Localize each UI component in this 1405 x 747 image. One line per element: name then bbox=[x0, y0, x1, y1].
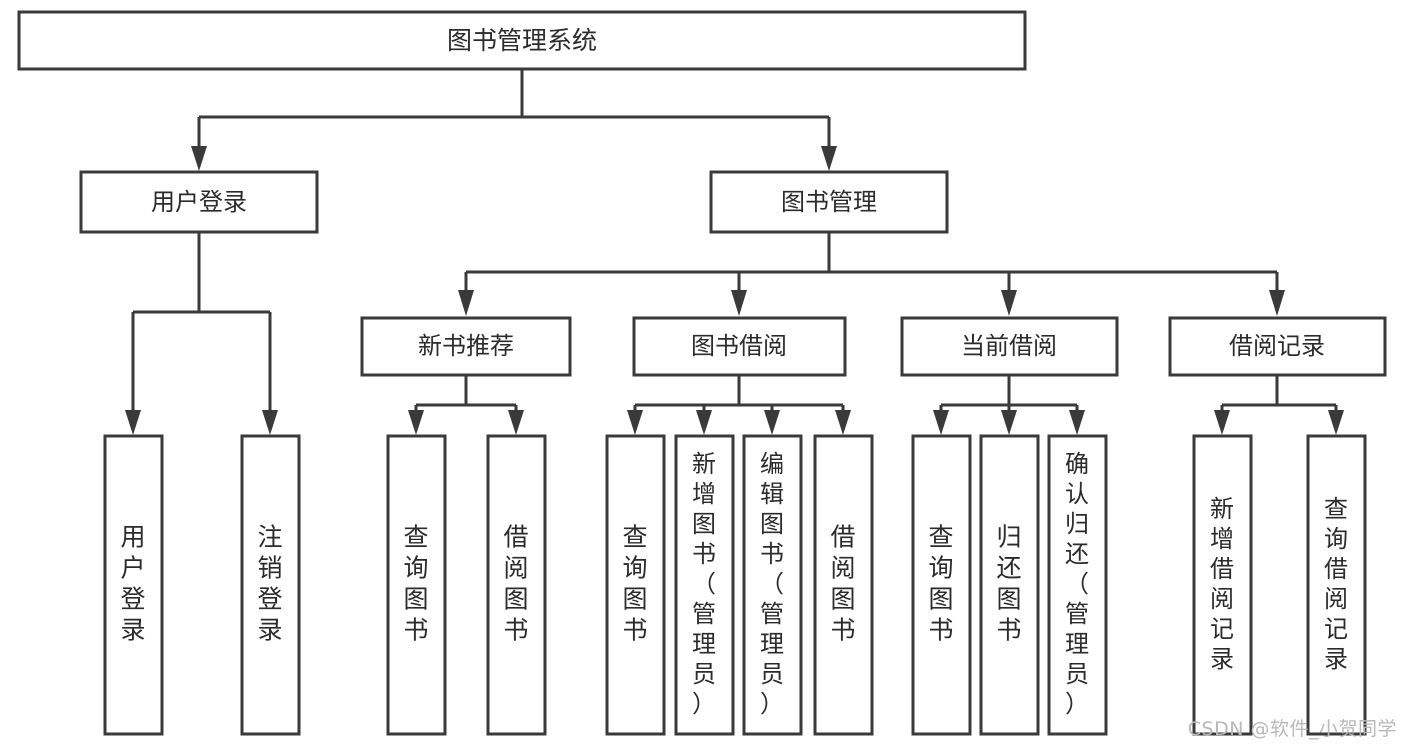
arrow-head-bookborrow-l1 bbox=[627, 410, 643, 435]
node-root-box[interactable] bbox=[17, 10, 1027, 71]
leaf-current-borrow-2-box[interactable] bbox=[979, 434, 1040, 736]
node-book-management-label: 图书管理 bbox=[781, 188, 877, 216]
arrow-head-currentborrow bbox=[1001, 290, 1017, 316]
node-borrow-record-label: 借阅记录 bbox=[1229, 332, 1325, 360]
node-book-borrow[interactable]: 图书借阅 bbox=[632, 316, 847, 377]
node-new-book-recommend-box[interactable] bbox=[360, 316, 572, 377]
arrow-head-currentborrow-l3 bbox=[1069, 410, 1085, 435]
node-borrow-record-box[interactable] bbox=[1168, 316, 1387, 377]
arrow-head-newbook-l1 bbox=[408, 410, 424, 435]
node-user-login[interactable]: 用户登录 bbox=[79, 170, 319, 234]
leaf-book-borrow-2-label: 新增图书（管理员） bbox=[692, 450, 716, 718]
leaf-current-borrow-3-label: 确认归还（管理员） bbox=[1065, 450, 1089, 718]
leaf-user-login-2-box[interactable] bbox=[240, 434, 301, 736]
arrow-head-newbook bbox=[458, 290, 474, 316]
arrow-head-currentborrow-l1 bbox=[933, 410, 949, 435]
leaf-new-book-1-label: 查询图书 bbox=[403, 523, 428, 645]
node-root-label: 图书管理系统 bbox=[447, 26, 597, 55]
arrow-head-bookborrow bbox=[731, 290, 747, 316]
node-current-borrow-box[interactable] bbox=[900, 316, 1119, 377]
leaf-book-borrow-2-box[interactable] bbox=[674, 434, 735, 736]
node-current-borrow-label: 当前借阅 bbox=[961, 332, 1057, 360]
arrow-head-currentborrow-l2 bbox=[1001, 410, 1017, 435]
leaf-borrow-record-2[interactable]: 查询借阅记录 bbox=[1306, 434, 1367, 736]
node-user-login-label: 用户登录 bbox=[151, 188, 247, 216]
node-user-login-box[interactable] bbox=[79, 170, 319, 234]
leaf-borrow-record-2-label: 查询借阅记录 bbox=[1324, 495, 1348, 673]
leaf-book-borrow-2[interactable]: 新增图书（管理员） bbox=[674, 434, 735, 736]
leaf-book-borrow-1-box[interactable] bbox=[605, 434, 666, 736]
leaf-user-login-1-box[interactable] bbox=[103, 434, 164, 736]
node-book-management[interactable]: 图书管理 bbox=[709, 170, 949, 234]
node-current-borrow[interactable]: 当前借阅 bbox=[900, 316, 1119, 377]
arrow-head-bookborrow-l4 bbox=[835, 410, 851, 435]
leaf-book-borrow-3[interactable]: 编辑图书（管理员） bbox=[742, 434, 803, 736]
leaf-book-borrow-4-box[interactable] bbox=[813, 434, 874, 736]
leaf-new-book-2-label: 借阅图书 bbox=[503, 523, 528, 645]
arrow-head-borrowrecord-l1 bbox=[1214, 410, 1230, 435]
leaf-new-book-1[interactable]: 查询图书 bbox=[386, 434, 447, 736]
node-book-borrow-label: 图书借阅 bbox=[691, 332, 787, 360]
leaf-borrow-record-1-box[interactable] bbox=[1192, 434, 1253, 736]
arrow-head-newbook-l2 bbox=[508, 410, 524, 435]
arrow-head-borrowrecord-l2 bbox=[1328, 410, 1344, 435]
leaf-user-login-1[interactable]: 用户登录 bbox=[103, 434, 164, 736]
arrow-head-bookborrow-l3 bbox=[764, 410, 780, 435]
node-new-book-recommend-label: 新书推荐 bbox=[418, 332, 514, 360]
leaf-book-borrow-1[interactable]: 查询图书 bbox=[605, 434, 666, 736]
leaf-current-borrow-3-box[interactable] bbox=[1047, 434, 1108, 736]
leaf-borrow-record-2-box[interactable] bbox=[1306, 434, 1367, 736]
leaf-current-borrow-2[interactable]: 归还图书 bbox=[979, 434, 1040, 736]
arrow-head-borrowrecord bbox=[1269, 290, 1285, 316]
leaf-borrow-record-1-label: 新增借阅记录 bbox=[1210, 495, 1234, 673]
leaf-new-book-2-box[interactable] bbox=[486, 434, 547, 736]
arrow-head-userlogin bbox=[191, 146, 207, 171]
node-book-borrow-box[interactable] bbox=[632, 316, 847, 377]
arrow-head-userlogin-leaf2 bbox=[262, 410, 278, 435]
leaf-current-borrow-1-label: 查询图书 bbox=[928, 523, 953, 645]
node-root[interactable]: 图书管理系统 bbox=[17, 10, 1027, 71]
leaf-current-borrow-3[interactable]: 确认归还（管理员） bbox=[1047, 434, 1108, 736]
leaf-user-login-2-label: 注销登录 bbox=[257, 523, 282, 645]
leaf-book-borrow-4-label: 借阅图书 bbox=[830, 523, 855, 645]
leaf-current-borrow-1[interactable]: 查询图书 bbox=[911, 434, 972, 736]
leaf-user-login-2[interactable]: 注销登录 bbox=[240, 434, 301, 736]
leaf-current-borrow-1-box[interactable] bbox=[911, 434, 972, 736]
arrow-head-bookborrow-l2 bbox=[696, 410, 712, 435]
arrow-head-bookmgmt bbox=[821, 146, 837, 171]
node-borrow-record[interactable]: 借阅记录 bbox=[1168, 316, 1387, 377]
leaf-new-book-1-box[interactable] bbox=[386, 434, 447, 736]
leaf-book-borrow-1-label: 查询图书 bbox=[622, 523, 647, 645]
leaf-book-borrow-3-box[interactable] bbox=[742, 434, 803, 736]
node-book-management-box[interactable] bbox=[709, 170, 949, 234]
node-new-book-recommend[interactable]: 新书推荐 bbox=[360, 316, 572, 377]
leaf-borrow-record-1[interactable]: 新增借阅记录 bbox=[1192, 434, 1253, 736]
leaf-book-borrow-4[interactable]: 借阅图书 bbox=[813, 434, 874, 736]
leaf-current-borrow-2-label: 归还图书 bbox=[996, 523, 1021, 645]
leaf-user-login-1-label: 用户登录 bbox=[120, 523, 145, 645]
arrow-head-userlogin-leaf1 bbox=[125, 410, 141, 435]
leaf-book-borrow-3-label: 编辑图书（管理员） bbox=[760, 450, 784, 718]
connectors bbox=[125, 69, 1344, 435]
leaf-new-book-2[interactable]: 借阅图书 bbox=[486, 434, 547, 736]
